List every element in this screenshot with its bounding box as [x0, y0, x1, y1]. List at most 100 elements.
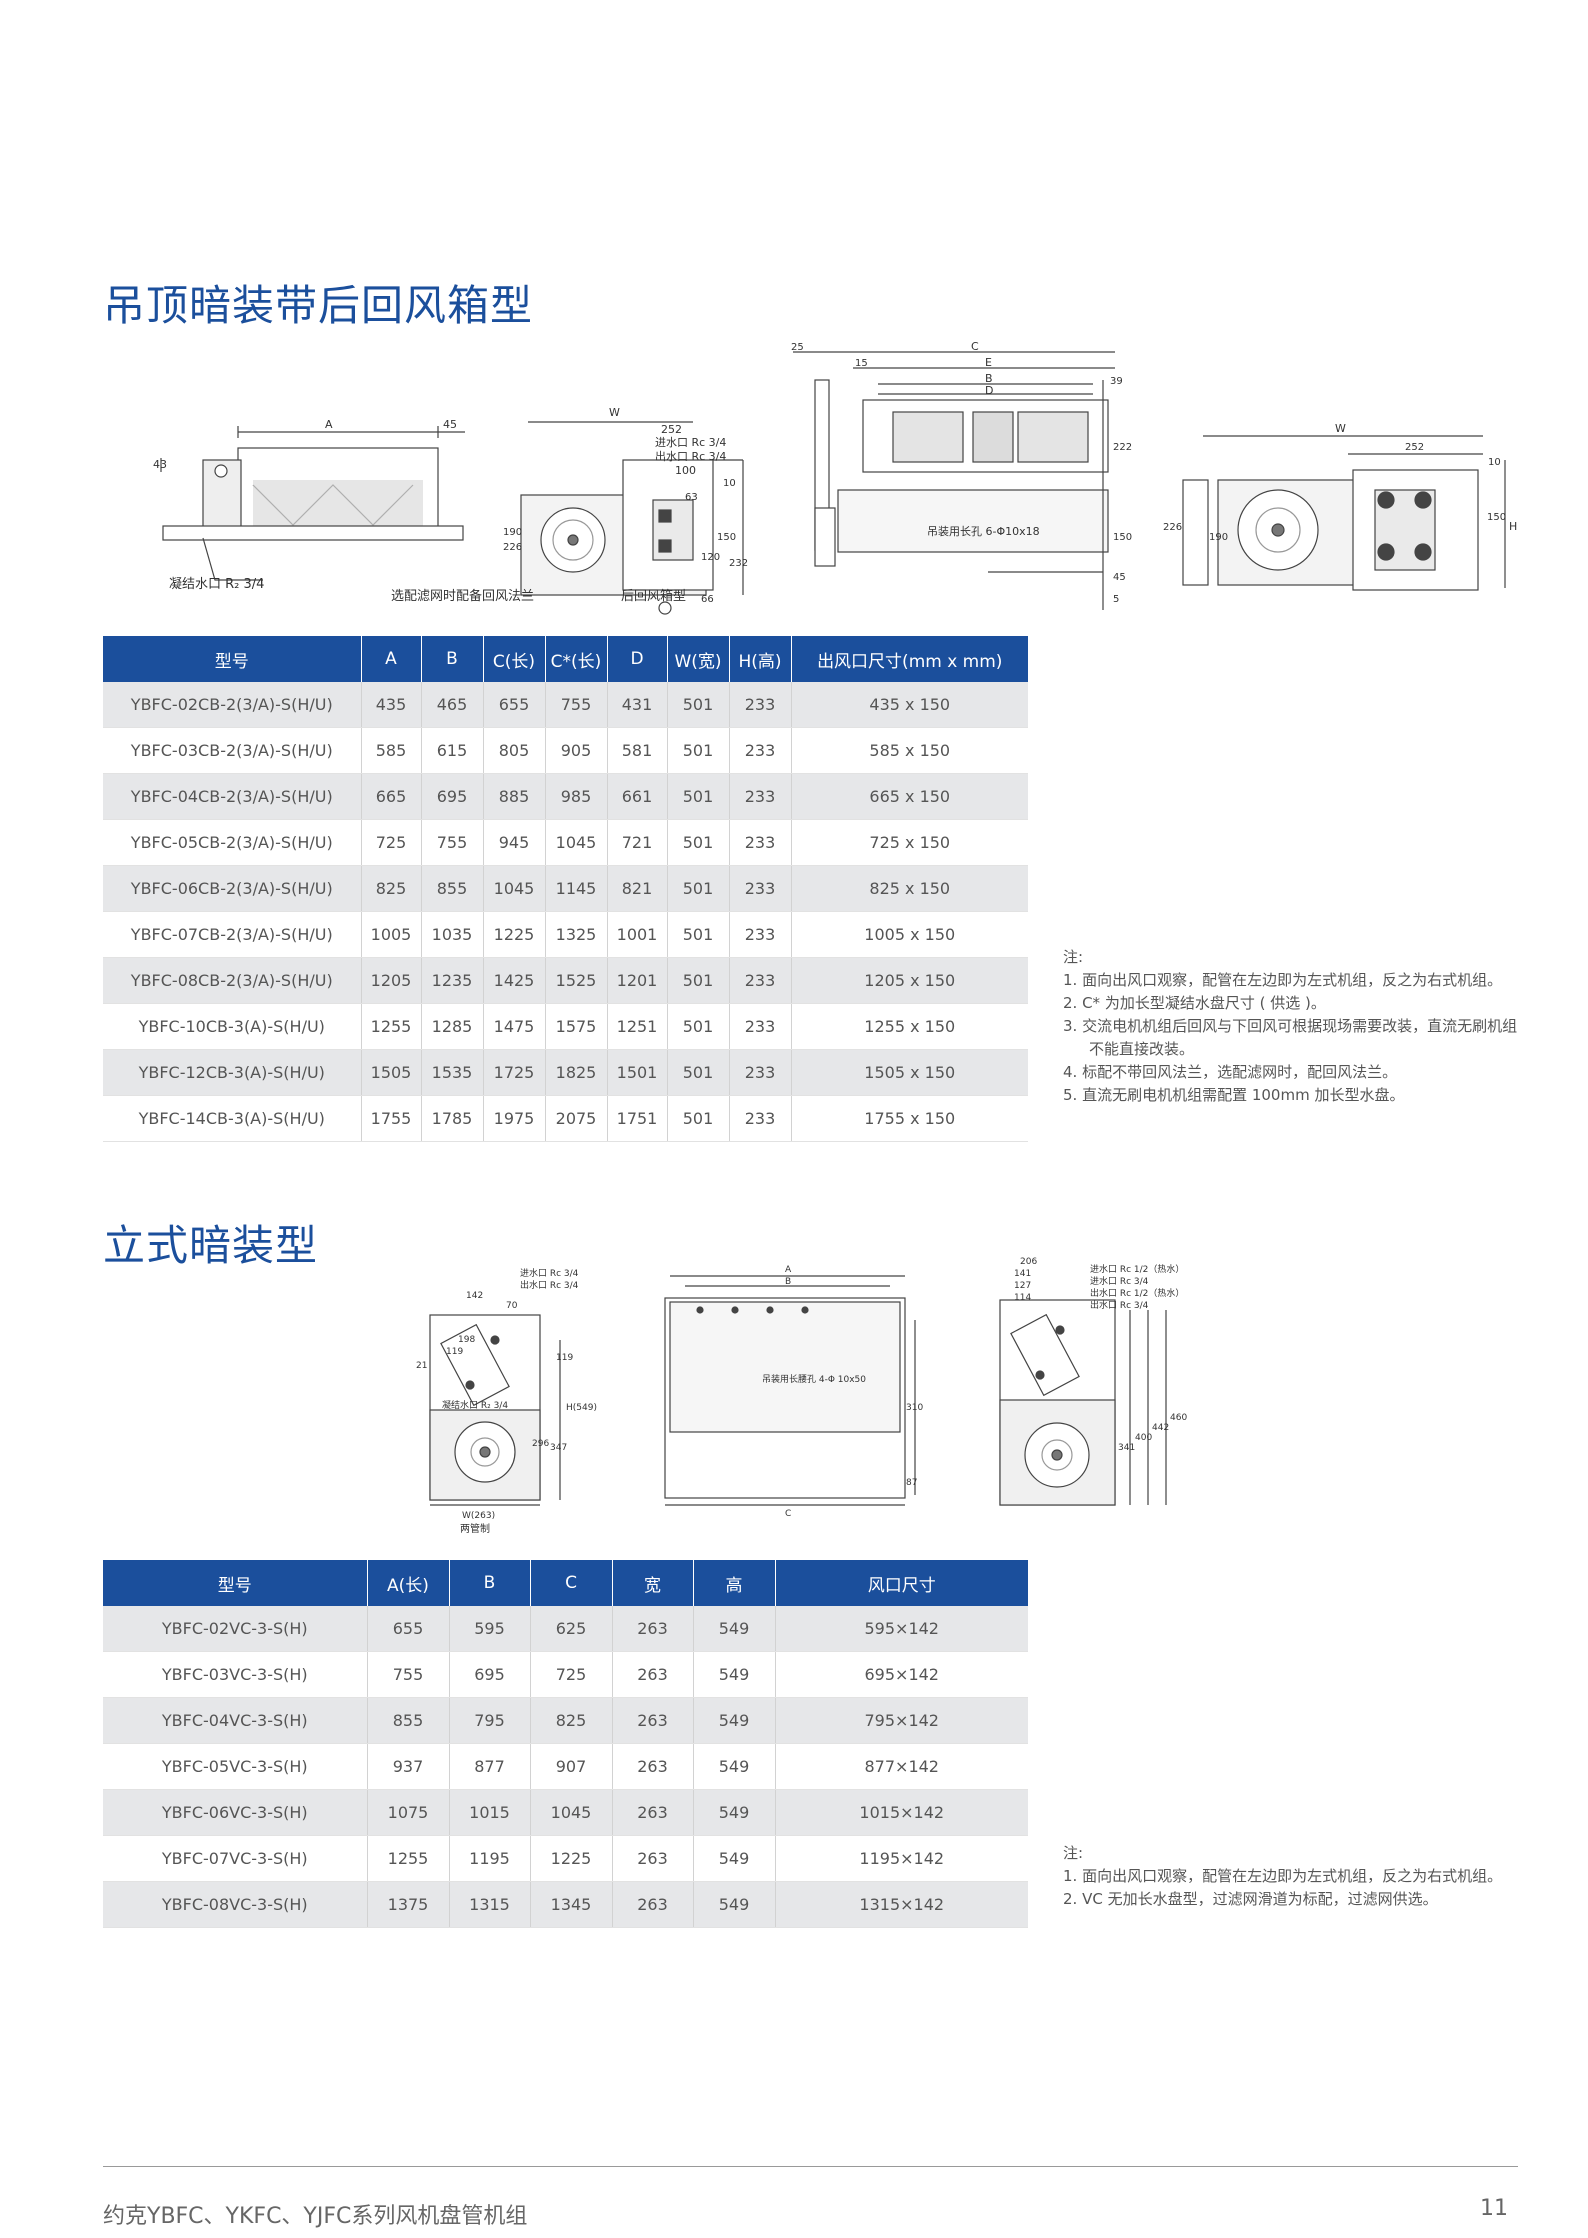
value-cell: 937: [367, 1743, 450, 1790]
value-cell: 725: [361, 819, 422, 866]
dim-43: 43: [153, 458, 167, 471]
value-cell: 655: [483, 682, 546, 728]
section2-notes: 注: 1. 面向出风口观察，配管在左边即为左式机组，反之为右式机组。 2. VC…: [1063, 1842, 1523, 1911]
value-cell: 1235: [421, 957, 484, 1004]
value-cell: 1255: [367, 1835, 450, 1882]
inlet-label: 进水口 Rc 3/4: [655, 436, 726, 449]
value-cell: 905: [545, 727, 608, 774]
drain-label: 凝结水口 R₂ 3/4: [169, 576, 264, 592]
model-cell: YBFC-07CB-2(3/A)-S(H/U): [103, 911, 362, 958]
header-w: W(宽): [667, 636, 730, 682]
vertical-front-view-drawing: [664, 1275, 916, 1506]
dim-21: 21: [416, 1361, 427, 1371]
v-drain-label: 凝结水口 R₂ 3/4: [442, 1399, 508, 1411]
value-cell: 725 x 150: [791, 819, 1028, 866]
value-cell: 549: [693, 1606, 776, 1652]
footer-divider: [103, 2166, 1518, 2167]
table-header-row: 型号 A(长) B C 宽 高 风口尺寸: [103, 1560, 1028, 1606]
dim-120: 120: [701, 552, 720, 563]
dim-252: 252: [661, 423, 682, 436]
value-cell: 233: [729, 727, 792, 774]
value-cell: 1255: [361, 1003, 422, 1050]
value-cell: 825: [361, 865, 422, 912]
value-cell: 695: [421, 773, 484, 820]
value-cell: 1315×142: [775, 1881, 1028, 1928]
value-cell: 501: [667, 727, 730, 774]
table-header-row: 型号 A B C(长) C*(长) D W(宽) H(高) 出风口尺寸(mm x…: [103, 636, 1028, 682]
dim-190b: 190: [1209, 532, 1228, 543]
value-cell: 877×142: [775, 1743, 1028, 1790]
value-cell: 431: [607, 682, 668, 728]
value-cell: 1725: [483, 1049, 546, 1096]
model-cell: YBFC-07VC-3-S(H): [103, 1835, 368, 1882]
value-cell: 233: [729, 865, 792, 912]
value-cell: 1195×142: [775, 1835, 1028, 1882]
value-cell: 1501: [607, 1049, 668, 1096]
value-cell: 263: [612, 1651, 694, 1698]
value-cell: 625: [530, 1606, 613, 1652]
value-cell: 1005: [361, 911, 422, 958]
value-cell: 1755: [361, 1095, 422, 1142]
value-cell: 1015×142: [775, 1789, 1028, 1836]
value-cell: 1225: [483, 911, 546, 958]
model-cell: YBFC-06CB-2(3/A)-S(H/U): [103, 865, 362, 912]
header-a: A: [361, 636, 422, 682]
value-cell: 945: [483, 819, 546, 866]
value-cell: 549: [693, 1651, 776, 1698]
value-cell: 1005 x 150: [791, 911, 1028, 958]
dim-252b: 252: [1405, 442, 1424, 453]
value-cell: 233: [729, 1003, 792, 1050]
header-model: 型号: [103, 636, 362, 682]
note-item: 5. 直流无刷电机机组需配置 100mm 加长型水盘。: [1063, 1086, 1405, 1104]
value-cell: 1035: [421, 911, 484, 958]
value-cell: 549: [693, 1743, 776, 1790]
v-inlet-label: 进水口 Rc 3/4: [520, 1267, 579, 1279]
value-cell: 1751: [607, 1095, 668, 1142]
value-cell: 1375: [367, 1881, 450, 1928]
value-cell: 581: [607, 727, 668, 774]
value-cell: 1001: [607, 911, 668, 958]
value-cell: 233: [729, 1095, 792, 1142]
value-cell: 549: [693, 1789, 776, 1836]
dim-100: 100: [675, 464, 696, 477]
value-cell: 1535: [421, 1049, 484, 1096]
note-item: 2. VC 无加长水盘型，过滤网滑道为标配，过滤网供选。: [1063, 1890, 1438, 1908]
dim-va: A: [785, 1265, 792, 1275]
section-title-vertical-concealed: 立式暗装型: [103, 1221, 319, 1270]
dim-226: 226: [503, 542, 522, 553]
v-hanging-label: 吊装用长腰孔 4-Φ 10x50: [762, 1373, 866, 1385]
value-cell: 1505: [361, 1049, 422, 1096]
dim-25: 25: [791, 342, 804, 353]
value-cell: 263: [612, 1697, 694, 1744]
value-cell: 501: [667, 911, 730, 958]
value-cell: 821: [607, 865, 668, 912]
model-cell: YBFC-05CB-2(3/A)-S(H/U): [103, 819, 362, 866]
value-cell: 501: [667, 957, 730, 1004]
value-cell: 465: [421, 682, 484, 728]
header-b: B: [449, 1560, 531, 1606]
model-cell: YBFC-02VC-3-S(H): [103, 1606, 368, 1652]
header-model: 型号: [103, 1560, 368, 1606]
value-cell: 615: [421, 727, 484, 774]
model-cell: YBFC-12CB-3(A)-S(H/U): [103, 1049, 362, 1096]
value-cell: 1045: [530, 1789, 613, 1836]
value-cell: 1345: [530, 1881, 613, 1928]
model-cell: YBFC-06VC-3-S(H): [103, 1789, 368, 1836]
dim-142: 142: [466, 1291, 483, 1301]
value-cell: 1975: [483, 1095, 546, 1142]
value-cell: 1505 x 150: [791, 1049, 1028, 1096]
model-cell: YBFC-03CB-2(3/A)-S(H/U): [103, 727, 362, 774]
notes-heading: 注:: [1063, 1844, 1084, 1862]
page-number: 11: [1480, 2196, 1508, 2221]
dim-39: 39: [1110, 376, 1123, 387]
value-cell: 549: [693, 1835, 776, 1882]
value-cell: 877: [449, 1743, 531, 1790]
value-cell: 1325: [545, 911, 608, 958]
value-cell: 661: [607, 773, 668, 820]
